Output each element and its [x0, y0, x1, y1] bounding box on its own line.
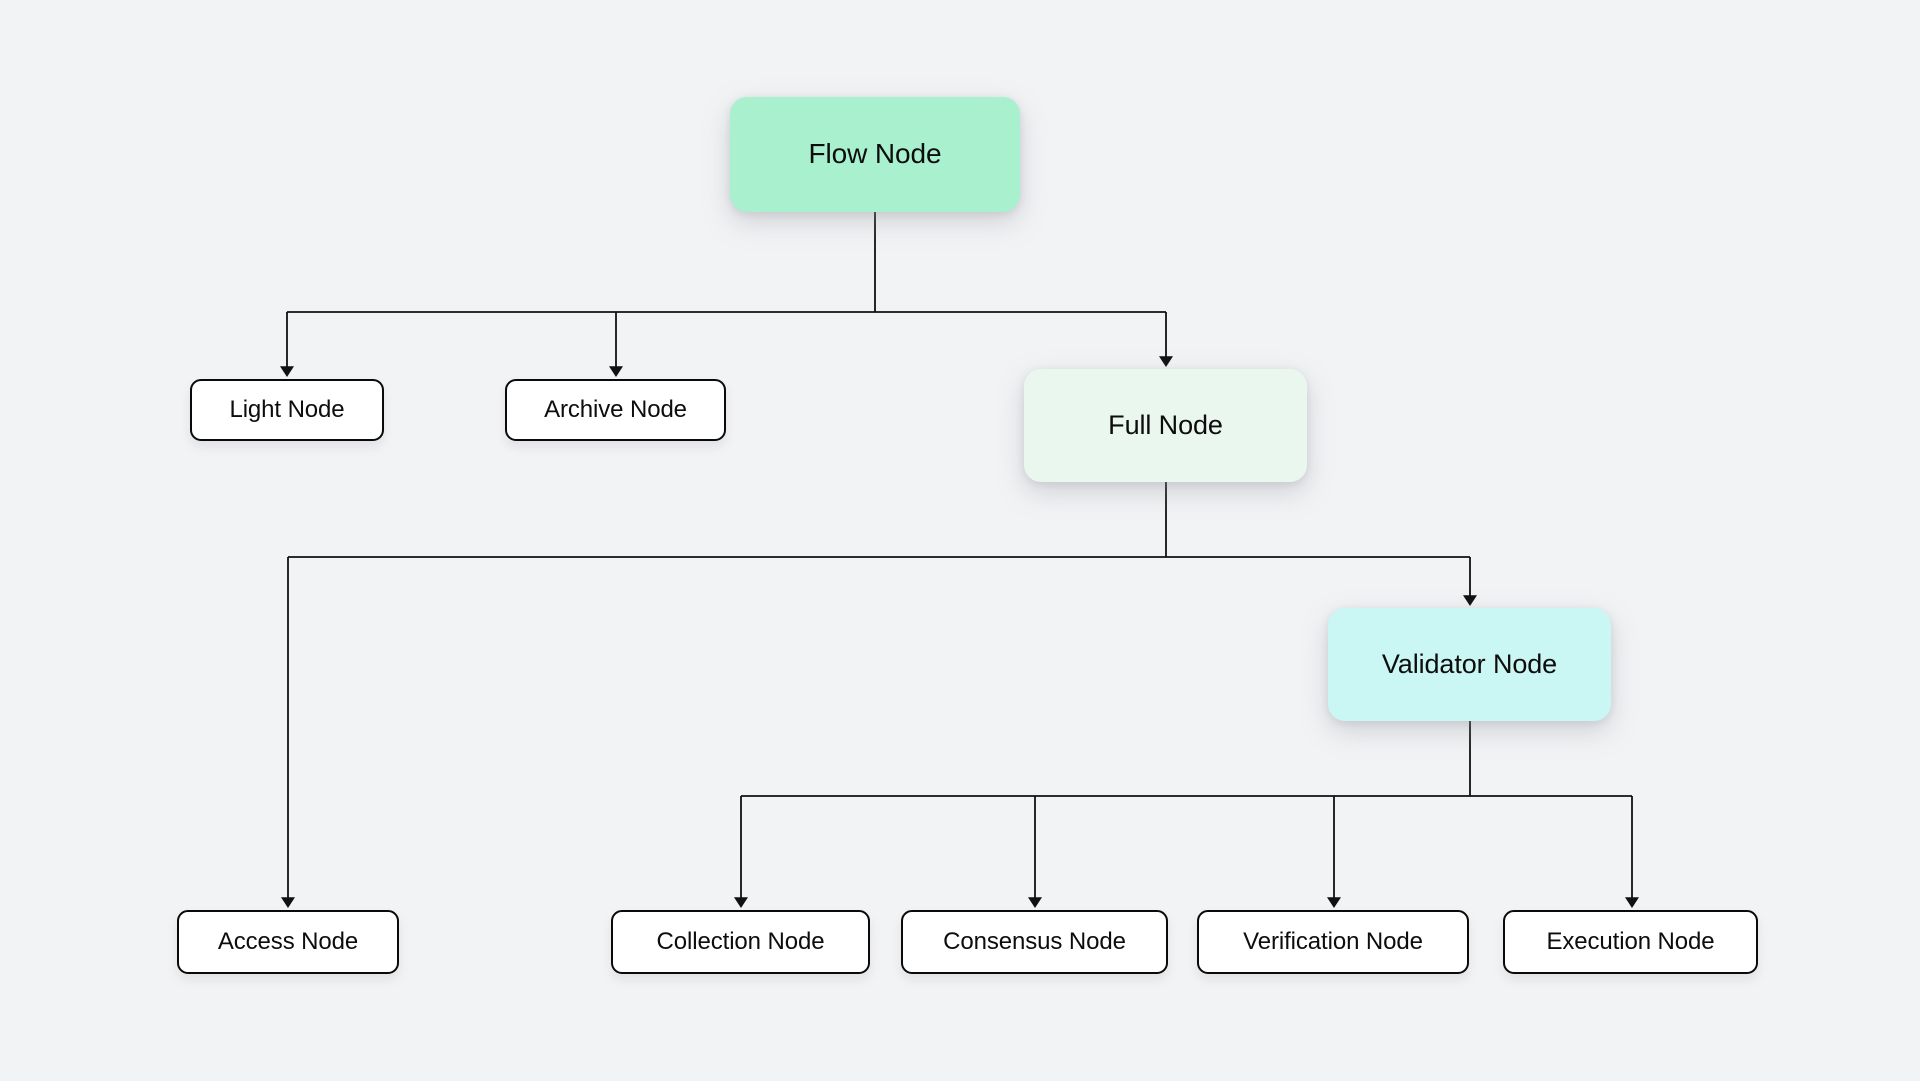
node-label-full-node: Full Node — [1108, 409, 1223, 440]
node-execution-node[interactable]: Execution Node — [1503, 910, 1758, 974]
edges-group — [279, 212, 1640, 909]
node-verification-node[interactable]: Verification Node — [1197, 910, 1469, 974]
node-consensus-node[interactable]: Consensus Node — [901, 910, 1168, 974]
node-label-consensus-node: Consensus Node — [943, 927, 1126, 955]
node-collection-node[interactable]: Collection Node — [611, 910, 870, 974]
node-access-node[interactable]: Access Node — [177, 910, 399, 974]
node-label-access-node: Access Node — [217, 927, 359, 955]
node-label-archive-node: Archive Node — [544, 395, 687, 423]
node-flow-node[interactable]: Flow Node — [730, 97, 1020, 212]
node-label-collection-node: Collection Node — [656, 927, 825, 955]
node-label-validator-node: Validator Node — [1381, 648, 1558, 679]
node-light-node[interactable]: Light Node — [190, 379, 384, 441]
node-archive-node[interactable]: Archive Node — [505, 379, 726, 441]
node-label-verification-node: Verification Node — [1243, 927, 1423, 955]
node-label-execution-node: Execution Node — [1546, 927, 1715, 955]
node-label-flow-node: Flow Node — [808, 138, 942, 170]
node-validator-node[interactable]: Validator Node — [1328, 608, 1611, 721]
node-full-node[interactable]: Full Node — [1024, 369, 1307, 482]
node-label-light-node: Light Node — [229, 395, 345, 423]
